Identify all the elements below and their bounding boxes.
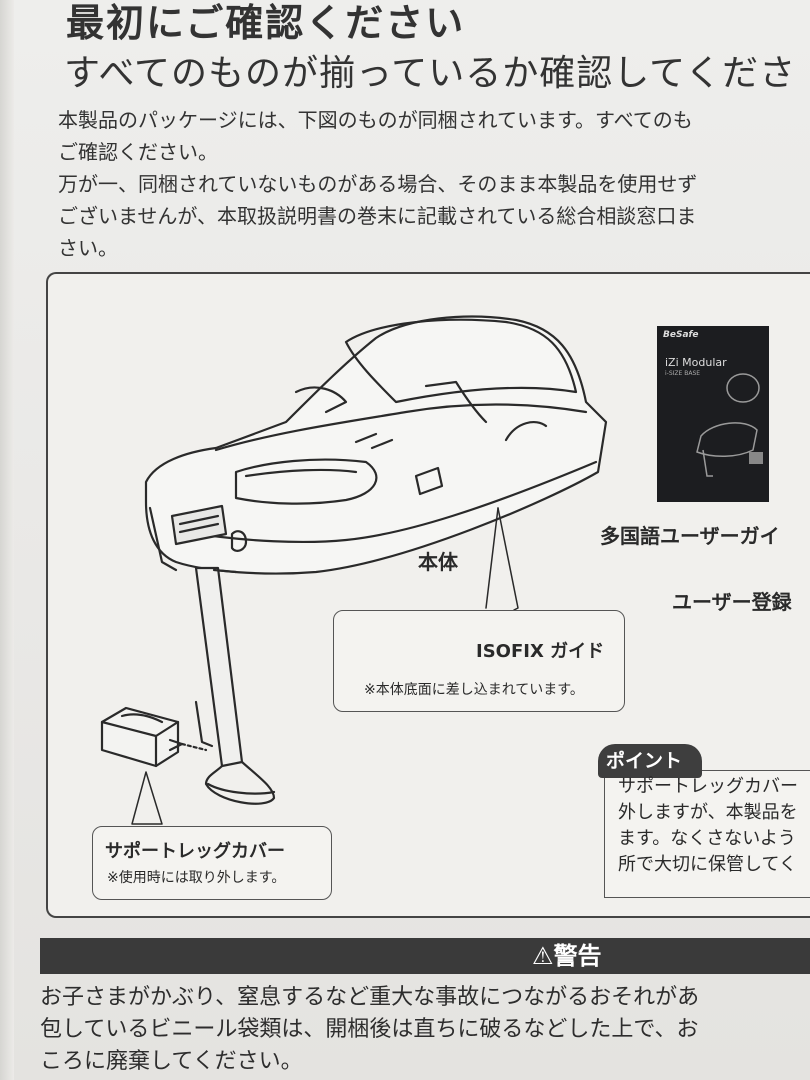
booklet-title: iZi Modular (665, 356, 727, 369)
car-seat-base-illustration (100, 315, 608, 825)
point-line: 所で大切に保管してく (618, 854, 797, 875)
point-note-box (604, 770, 810, 898)
isofix-guide-note: ※本体底面に差し込まれています。 (364, 682, 584, 698)
support-leg-cover-note: ※使用時には取り外します。 (107, 870, 286, 886)
intro-paragraph: 本製品のパッケージには、下図のものが同梱されています。すべてのも ご確認ください… (58, 104, 697, 264)
intro-line: さい。 (58, 236, 118, 260)
point-line: サポートレッグカバー (618, 776, 798, 797)
booklet-subtitle: i-SIZE BASE (665, 370, 701, 377)
warning-text: お子さまがかぶり、窒息するなど重大な事故につながるおそれがあ 包しているビニール… (40, 982, 699, 1078)
support-leg-cover-title: サポートレッグカバー (105, 841, 285, 862)
multilingual-guide-label: 多国語ユーザーガイ (600, 524, 780, 548)
booklet-brand: BeSafe (663, 330, 699, 340)
isofix-guide-callout: ISOFIX ガイド ※本体底面に差し込まれています。 (333, 610, 625, 712)
point-note-text: サポートレッグカバー 外しますが、本製品を ます。なくさないよう 所で大切に保管… (618, 774, 798, 878)
booklet-seat-icon (696, 373, 763, 477)
intro-line: ございませんが、本取扱説明書の巻末に記載されている総合相談窓口ま (58, 204, 697, 228)
support-leg-cover-callout: サポートレッグカバー ※使用時には取り外します。 (92, 826, 332, 900)
user-registration-label: ユーザー登録 (672, 590, 792, 614)
warning-line: お子さまがかぶり、窒息するなど重大な事故につながるおそれがあ (40, 985, 700, 1010)
point-badge: ポイント (598, 744, 702, 778)
point-line: ます。なくさないよう (618, 828, 796, 849)
base-body-label: 本体 (418, 550, 458, 574)
intro-line: 本製品のパッケージには、下図のものが同梱されています。すべてのも (58, 108, 693, 132)
warning-header-bar (40, 938, 810, 974)
warning-line: 包しているビニール袋類は、開梱後は直ちに破るなどした上で、お (40, 1017, 699, 1042)
page-title: 最初にご確認ください (66, 1, 466, 45)
point-line: 外しますが、本製品を (618, 802, 798, 823)
user-guide-booklet-image: BeSafe iZi Modular i-SIZE BASE (657, 326, 769, 502)
warning-line: ころに廃棄してください。 (40, 1049, 303, 1074)
intro-line: 万が一、同梱されていないものがある場合、そのまま本製品を使用せず (58, 172, 698, 196)
warning-title: ⚠警告 (532, 942, 602, 970)
page-binding-shadow (0, 0, 14, 1080)
intro-line: ご確認ください。 (58, 140, 218, 164)
isofix-guide-title: ISOFIX ガイド (476, 641, 605, 662)
page-subtitle: すべてのものが揃っているか確認してくださ (64, 53, 797, 94)
